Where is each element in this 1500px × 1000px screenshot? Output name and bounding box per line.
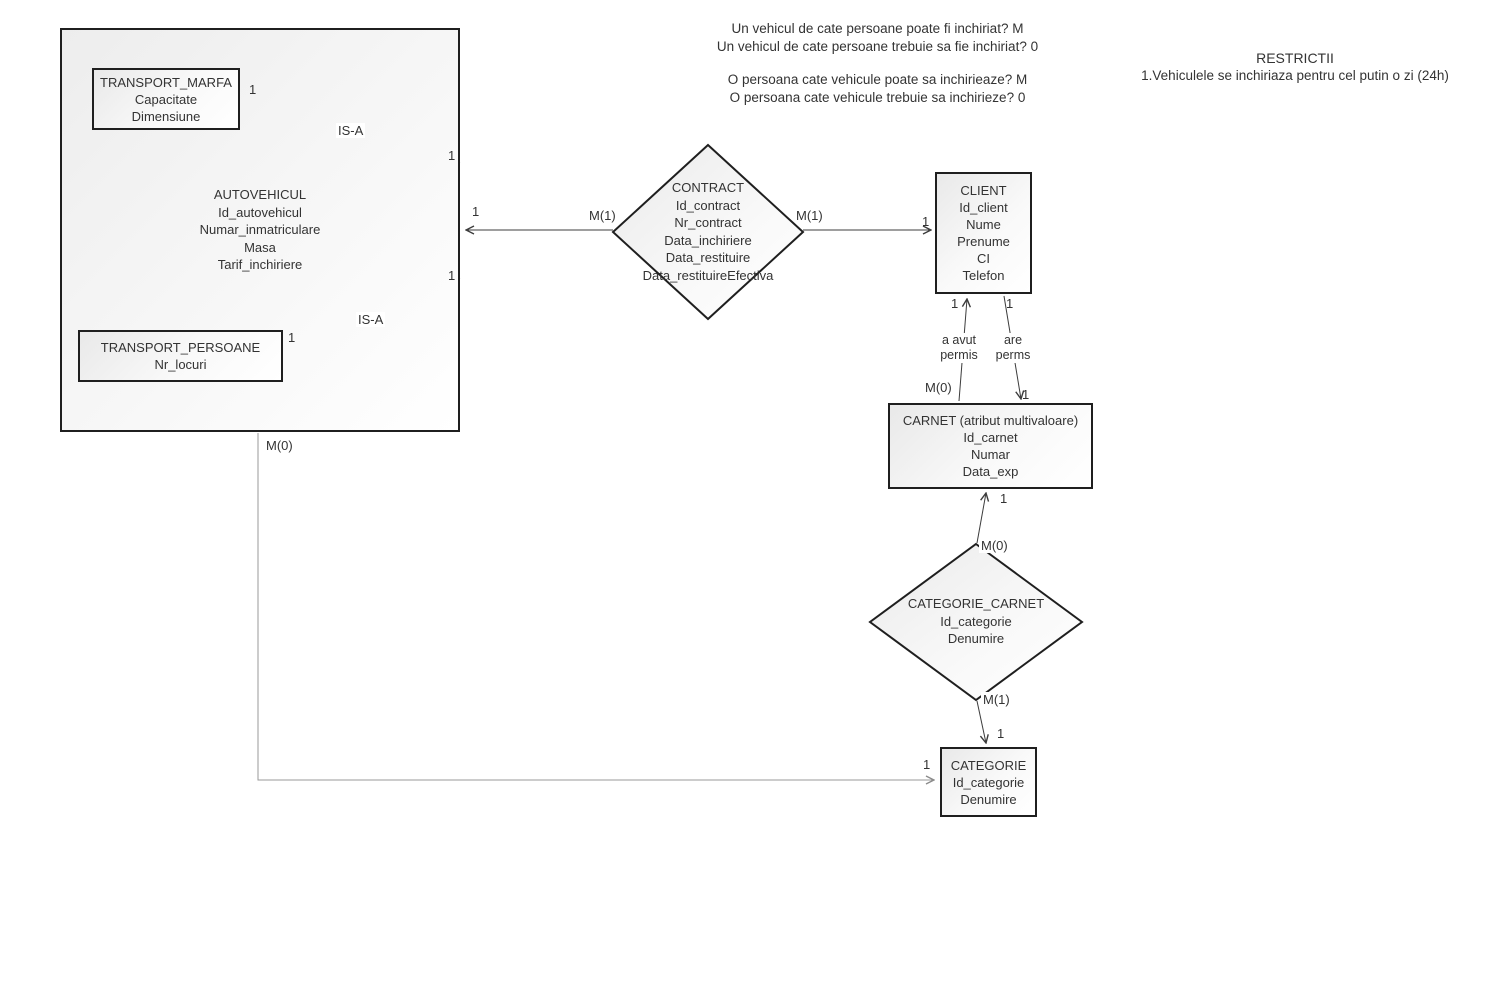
cardinality-contract-client-box: 1: [922, 214, 930, 229]
entity-attribute: Dimensiune: [131, 108, 201, 124]
entity-client: CLIENT Id_client Nume Prenume CI Telefon: [935, 172, 1032, 294]
edge-label-are-permis: are perms: [992, 333, 1034, 363]
restriction-item: 1.Vehiculele se inchiriaza pentru cel pu…: [1141, 68, 1449, 83]
entity-attribute: Nr_locuri: [154, 357, 207, 372]
relationship-attribute: Data_inchiriere: [664, 232, 752, 248]
entity-title: TRANSPORT_PERSOANE: [100, 340, 261, 355]
entity-title: CLIENT: [960, 183, 1007, 198]
cardinality-client-are-top: 1: [1006, 296, 1014, 311]
entity-attribute: Capacitate: [134, 91, 198, 107]
cardinality-categorie-top: 1: [997, 726, 1005, 741]
entity-attribute: Data_exp: [962, 464, 1019, 479]
relationship-contract-diamond: [611, 143, 805, 321]
cardinality-are-carnet-bottom: 1: [1022, 387, 1030, 402]
question-line: O persoana cate vehicule trebuie sa inch…: [729, 89, 1026, 105]
entity-attribute: Masa: [244, 239, 276, 255]
cardinality-carnet-catcarnet: 1: [1000, 491, 1008, 506]
edge-carnet-categorie-carnet: [976, 493, 986, 544]
entity-attribute: Denumire: [960, 791, 1017, 807]
cardinality-catcarnet-bottom: M(1): [981, 692, 1012, 707]
cardinality-marfa-near: 1: [249, 82, 257, 97]
entity-transport-persoane: TRANSPORT_PERSOANE Nr_locuri: [78, 330, 283, 382]
cardinality-client-avut-top: 1: [951, 296, 959, 311]
restrictions-block: RESTRICTII 1.Vehiculele se inchiriaza pe…: [1105, 49, 1485, 85]
edge-label-line: permis: [940, 348, 978, 362]
relationship-attribute: Nr_contract: [674, 215, 742, 230]
relationship-title: CONTRACT: [671, 180, 745, 195]
entity-attribute: Telefon: [962, 268, 1005, 283]
restrictions-title: RESTRICTII: [1256, 50, 1334, 66]
edge-label-line: perms: [995, 348, 1031, 362]
question-line: O persoana cate vehicule poate sa inchir…: [727, 72, 1028, 87]
entity-attribute: Numar: [970, 447, 1010, 462]
relationship-categorie-carnet-diamond: [868, 542, 1084, 702]
entity-categorie: CATEGORIE Id_categorie Denumire: [940, 747, 1037, 817]
questions-block: Un vehicul de cate persoane poate fi inc…: [605, 20, 1150, 106]
edge-label-line: are: [1003, 333, 1023, 347]
isa-label-marfa: IS-A: [336, 123, 366, 138]
cardinality-marfa-far: 1: [448, 148, 456, 163]
question-line: Un vehicul de cate persoane trebuie sa f…: [716, 38, 1039, 54]
relationship-attribute: Id_contract: [675, 197, 741, 213]
cardinality-persoane-far: 1: [448, 268, 456, 283]
edge-label-line: a avut: [941, 333, 977, 347]
entity-autovehicul-label: AUTOVEHICUL Id_autovehicul Numar_inmatri…: [135, 186, 385, 274]
relationship-attribute: Data_restituire: [665, 250, 751, 265]
entity-transport-marfa: TRANSPORT_MARFA Capacitate Dimensiune: [92, 68, 240, 130]
entity-carnet: CARNET (atribut multivaloare) Id_carnet …: [888, 403, 1093, 489]
cardinality-contract-client-diamond: M(1): [796, 208, 823, 223]
cardinality-persoane-near: 1: [288, 330, 296, 345]
entity-title: CATEGORIE: [950, 757, 1027, 773]
relationship-title: CATEGORIE_CARNET: [907, 596, 1045, 611]
cardinality-contract-auto-diamond: M(1): [589, 208, 616, 223]
entity-attribute: Numar_inmatriculare: [199, 222, 321, 237]
entity-title: AUTOVEHICUL: [213, 187, 307, 202]
entity-attribute: Id_client: [959, 200, 1008, 215]
entity-attribute: Nume: [966, 217, 1001, 232]
question-line: Un vehicul de cate persoane poate fi inc…: [731, 21, 1024, 36]
entity-attribute: Id_categorie: [952, 774, 1025, 790]
cardinality-contract-auto-box: 1: [472, 204, 480, 219]
cardinality-catcarnet-top: M(0): [979, 538, 1010, 553]
isa-label-persoane: IS-A: [356, 312, 386, 327]
relationship-contract-label: CONTRACT Id_contract Nr_contract Data_in…: [618, 179, 798, 284]
relationship-attribute: Id_categorie: [940, 613, 1012, 629]
entity-title: CARNET (atribut multivaloare): [902, 413, 1079, 428]
entity-attribute: Id_autovehicul: [218, 204, 302, 220]
cardinality-avut-carnet-bottom: M(0): [925, 380, 952, 395]
relationship-attribute: Data_restituireEfectiva: [642, 267, 774, 283]
entity-attribute: Tarif_inchiriere: [217, 257, 303, 272]
cardinality-auto-categorie-far: 1: [923, 757, 931, 772]
edge-label-a-avut-permis: a avut permis: [936, 333, 982, 363]
cardinality-auto-categorie-box: M(0): [266, 438, 293, 453]
entity-title: TRANSPORT_MARFA: [100, 74, 232, 90]
relationship-attribute: Denumire: [947, 631, 1005, 646]
entity-attribute: CI: [977, 251, 990, 266]
edge-categorie-carnet-categorie: [976, 700, 986, 743]
entity-attribute: Id_carnet: [963, 430, 1018, 445]
questions-gap: [605, 55, 1150, 71]
entity-attribute: Prenume: [957, 234, 1010, 249]
edge-autovehicul-categorie: [257, 433, 934, 780]
relationship-categorie-carnet-label: CATEGORIE_CARNET Id_categorie Denumire: [876, 595, 1076, 648]
